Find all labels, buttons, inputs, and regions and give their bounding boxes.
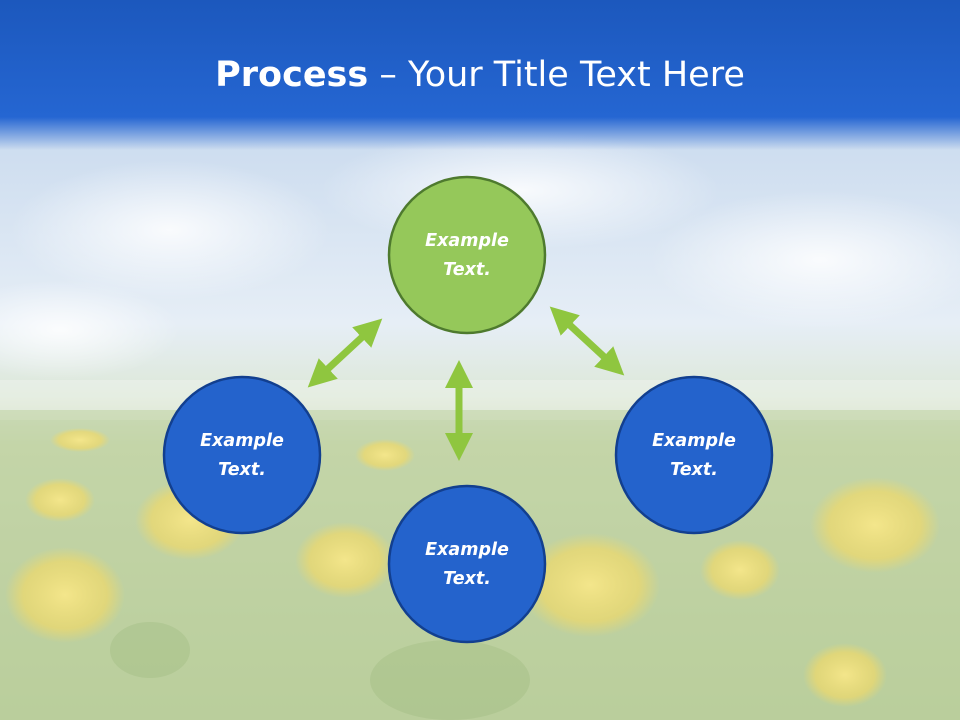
node-top-line1: Example <box>425 231 509 251</box>
node-right-line1: Example <box>652 431 736 451</box>
title-bold-text: Process <box>215 55 369 95</box>
node-top: Example Text. <box>387 175 547 335</box>
node-right-line2: Text. <box>670 460 718 480</box>
node-bottom: Example Text. <box>387 484 547 644</box>
node-left: Example Text. <box>162 375 322 535</box>
node-bottom-circle <box>387 484 547 644</box>
node-right: Example Text. <box>614 375 774 535</box>
node-bottom-line2: Text. <box>443 569 491 589</box>
node-left-line2: Text. <box>218 460 266 480</box>
node-left-line1: Example <box>200 431 284 451</box>
title-rest-text: – Your Title Text Here <box>368 55 745 95</box>
node-top-circle <box>387 175 547 335</box>
arrow-top-right <box>549 306 625 376</box>
page-title: Process – Your Title Text Here <box>0 52 960 98</box>
node-bottom-line1: Example <box>425 540 509 560</box>
title-bar <box>0 0 960 150</box>
node-top-line2: Text. <box>443 260 491 280</box>
node-left-circle <box>162 375 322 535</box>
node-right-circle <box>614 375 774 535</box>
arrow-top-left <box>307 318 383 388</box>
